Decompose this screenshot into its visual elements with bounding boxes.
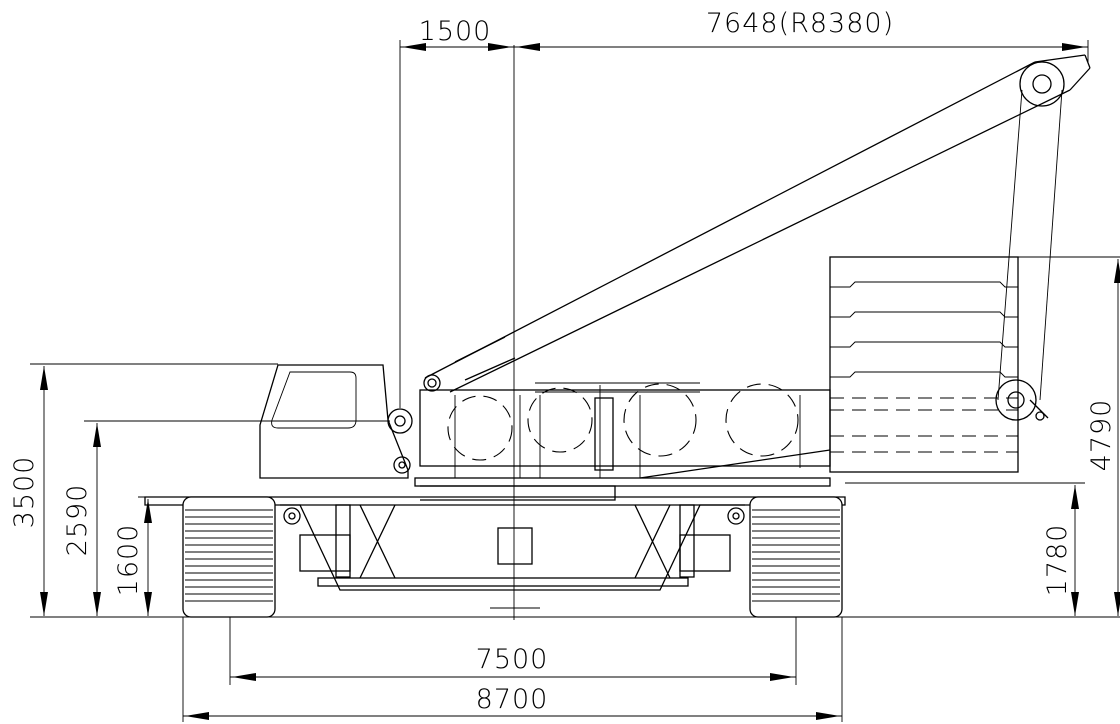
dim-track-center-distance: 7500 bbox=[476, 644, 549, 675]
dimension-lines bbox=[30, 40, 1120, 722]
counterweight-stack bbox=[829, 256, 1019, 473]
right-crawler-track bbox=[749, 496, 843, 618]
hoist-rope bbox=[997, 89, 1063, 401]
dim-boom-pivot-offset: 1500 bbox=[419, 16, 492, 47]
winch-drum-outlines bbox=[447, 383, 799, 461]
slewing-centerline bbox=[490, 45, 540, 620]
carbody bbox=[144, 496, 846, 591]
dim-cab-pivot-height: 2590 bbox=[62, 484, 93, 557]
dim-counterweight-height: 4790 bbox=[1086, 399, 1117, 472]
counterweight-sheave bbox=[995, 379, 1049, 421]
dim-boom-reach: 7648(R8380) bbox=[706, 8, 894, 39]
dim-track-clearance-right: 1780 bbox=[1042, 524, 1073, 597]
left-crawler-track bbox=[182, 496, 276, 618]
dim-overall-height: 3500 bbox=[9, 456, 40, 529]
upperstructure bbox=[414, 382, 831, 501]
boom-head-sheave bbox=[1019, 61, 1065, 107]
dim-track-height: 1600 bbox=[113, 524, 144, 597]
dim-overall-width: 8700 bbox=[476, 684, 549, 715]
boom bbox=[424, 54, 1091, 393]
operator-cab bbox=[259, 364, 409, 479]
